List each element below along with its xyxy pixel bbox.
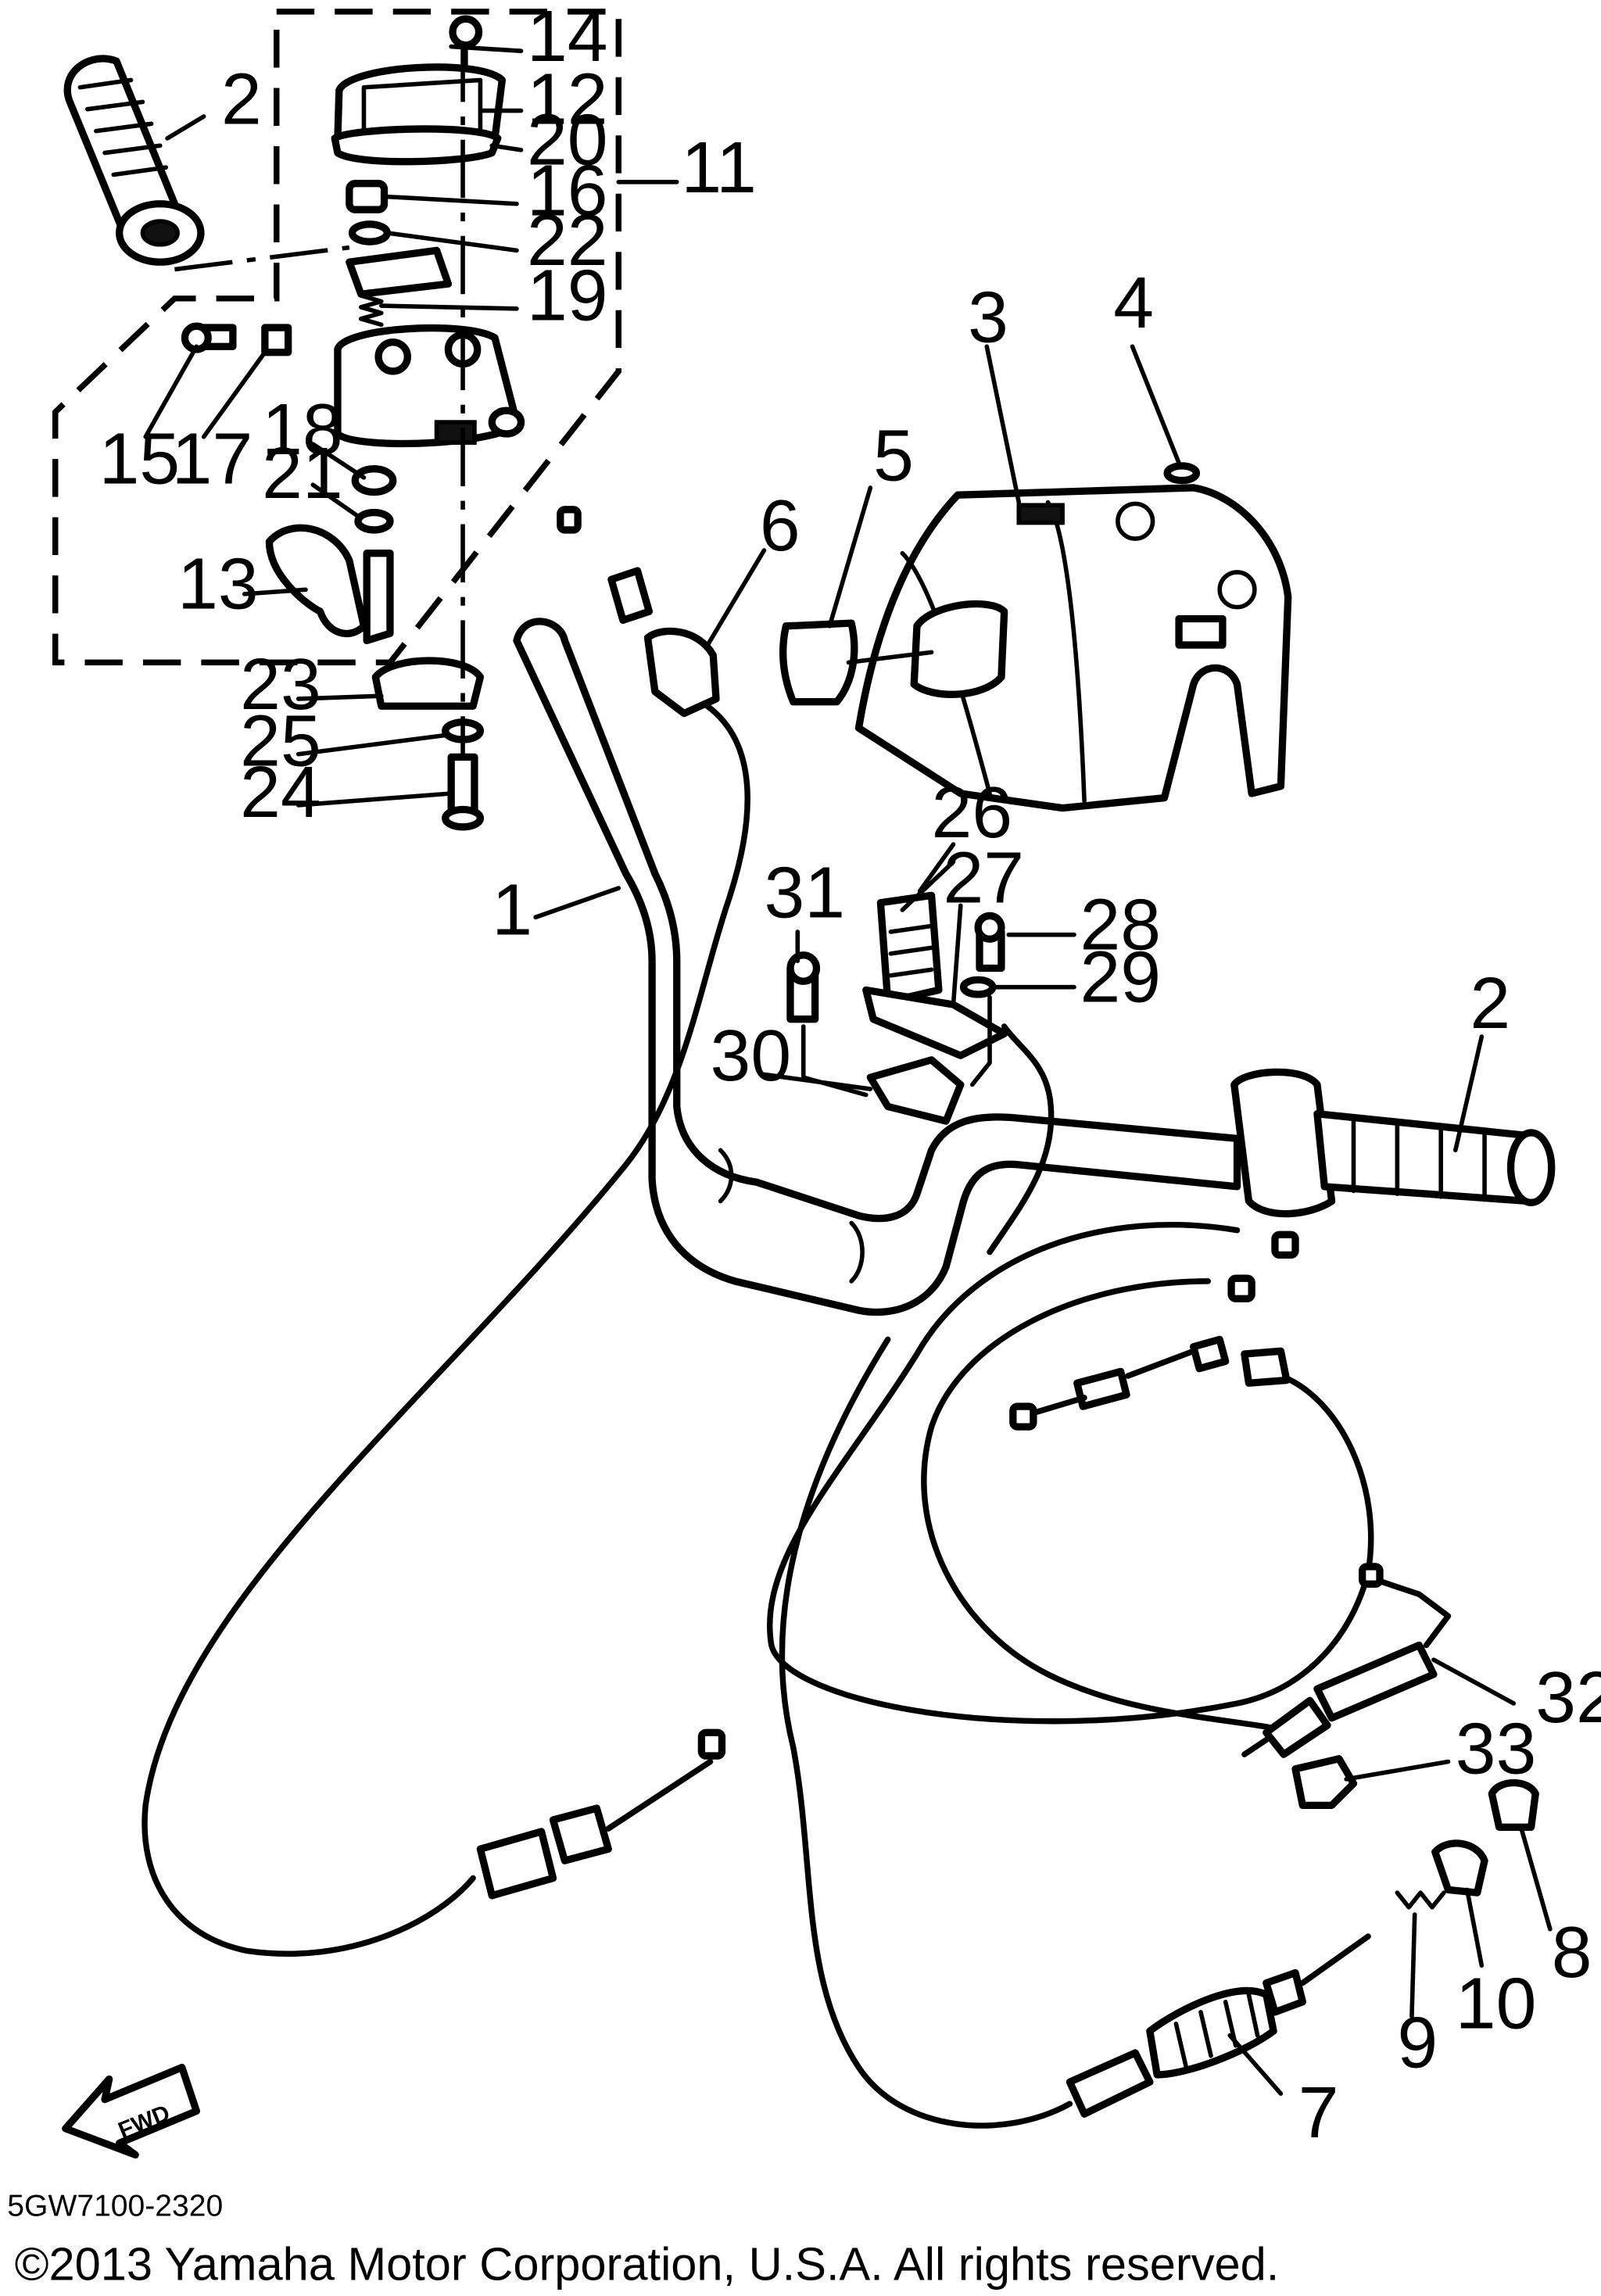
handlebar-cover <box>779 462 1292 812</box>
callout-22: 22 <box>527 199 608 281</box>
fwd-arrow-icon: FWD <box>62 2063 200 2159</box>
callout-7: 7 <box>1298 2072 1339 2153</box>
callout-6: 6 <box>760 485 800 566</box>
callout-29: 29 <box>1080 936 1161 1017</box>
callout-5: 5 <box>873 415 914 496</box>
callout-4: 4 <box>1113 262 1154 343</box>
callout-12: 12 <box>527 58 608 139</box>
right-grip <box>1230 1068 1556 1218</box>
throttle-cables <box>767 1221 1452 1810</box>
callout-14: 14 <box>527 0 608 77</box>
switch-assembly <box>786 891 1055 1255</box>
callout-2-right: 2 <box>1470 962 1510 1044</box>
assembly-11-outline <box>52 9 679 666</box>
callout-24: 24 <box>240 751 321 833</box>
callout-17: 17 <box>172 417 253 499</box>
callout-13: 13 <box>177 543 259 624</box>
callout-31: 31 <box>764 851 845 933</box>
callout-16: 16 <box>527 150 608 231</box>
cable-7 <box>779 1336 1539 2129</box>
callout-9: 9 <box>1397 2002 1438 2083</box>
callout-15: 15 <box>99 417 181 499</box>
diagram-code: 5GW7100-2320 <box>7 2190 223 2223</box>
callout-30: 30 <box>711 1015 792 1096</box>
callout-20: 20 <box>527 99 608 180</box>
callout-18: 18 <box>262 389 343 470</box>
callout-26: 26 <box>932 772 1013 853</box>
callout-3: 3 <box>968 277 1008 358</box>
callout-10: 10 <box>1456 1962 1537 2043</box>
handlebar <box>513 618 1241 1316</box>
copyright-notice: ©2013 Yamaha Motor Corporation, U.S.A. A… <box>15 2238 1280 2291</box>
callout-32: 32 <box>1535 1657 1601 1738</box>
callout-21: 21 <box>262 432 343 514</box>
leader-lines <box>143 44 1553 2096</box>
brake-lever-assembly <box>174 15 525 831</box>
callout-27: 27 <box>943 837 1024 919</box>
callout-8: 8 <box>1552 1911 1592 1993</box>
callout-11: 11 <box>681 127 757 208</box>
cable-6 <box>141 506 750 1957</box>
callout-23: 23 <box>240 643 321 725</box>
callout-28: 28 <box>1080 883 1161 965</box>
callout-2-left: 2 <box>221 58 262 139</box>
left-grip <box>63 55 205 266</box>
callout-19: 19 <box>527 255 608 336</box>
callout-1: 1 <box>492 869 532 951</box>
callout-numbers: 1 2 2 3 4 5 6 7 8 9 10 11 12 13 14 15 16… <box>99 0 1601 2153</box>
callout-25: 25 <box>240 700 321 782</box>
callout-33: 33 <box>1456 1707 1537 1789</box>
